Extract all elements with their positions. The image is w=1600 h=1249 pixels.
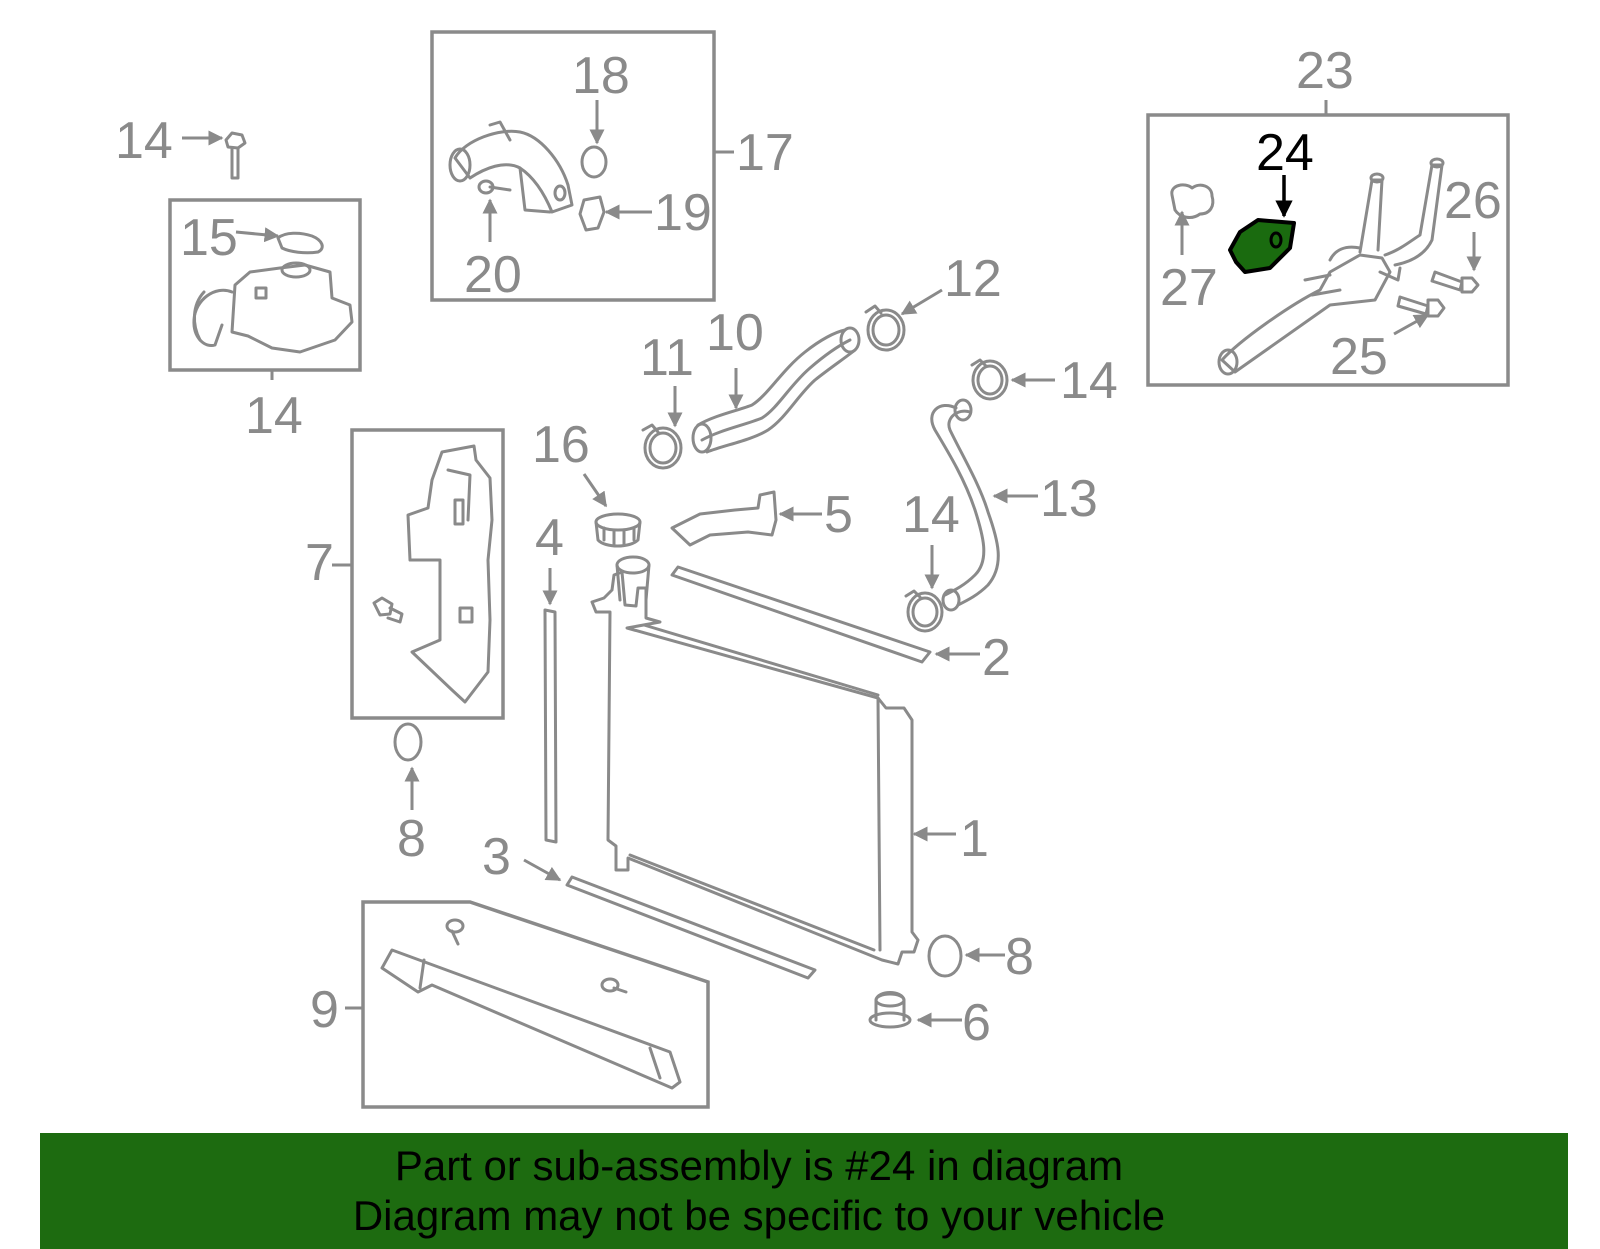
callout-13: 13 bbox=[1040, 470, 1098, 528]
callout-3: 3 bbox=[482, 828, 511, 886]
callout-14-upper: 14 bbox=[1060, 352, 1118, 410]
group-box-23 bbox=[1146, 113, 1510, 387]
bolt-22-drawing bbox=[477, 179, 512, 195]
bracket-5-drawing bbox=[670, 490, 778, 547]
lower-guide-drawing bbox=[380, 948, 682, 1090]
clamp-14-lower-drawing bbox=[904, 589, 944, 633]
reservoir-drawing bbox=[192, 261, 354, 354]
callout-1: 1 bbox=[960, 810, 989, 868]
group-box-15 bbox=[168, 198, 362, 372]
callout-18: 16 bbox=[532, 416, 590, 474]
leader-lines bbox=[182, 100, 1482, 1028]
callout-4: 4 bbox=[535, 509, 564, 567]
group-box-9 bbox=[361, 900, 710, 1109]
clamp-12-drawing bbox=[864, 304, 906, 352]
callout-11: 11 bbox=[640, 329, 694, 387]
banner-disclaimer-text: Diagram may not be specific to your vehi… bbox=[352, 1192, 1166, 1239]
callout-8-left: 8 bbox=[397, 810, 426, 868]
seal-2-drawing bbox=[670, 565, 932, 664]
bolt-26-drawing bbox=[1430, 270, 1480, 294]
mount-6-drawing bbox=[868, 991, 912, 1029]
hose-10-outline-drawing bbox=[696, 328, 857, 454]
outlet-pipe-drawing bbox=[448, 120, 574, 214]
cap-18-drawing bbox=[594, 512, 642, 548]
callout-2: 2 bbox=[982, 629, 1011, 687]
clamp-14-upper-drawing bbox=[970, 358, 1009, 401]
callout-14-lower: 14 bbox=[902, 486, 960, 544]
info-banner: Part or sub-assembly is #24 in diagram D… bbox=[40, 1133, 1568, 1249]
radiator-drawing bbox=[590, 555, 920, 966]
callout-15: 14 bbox=[245, 387, 303, 445]
hose-13-drawing bbox=[930, 404, 1000, 607]
clip-9-upper-drawing bbox=[445, 918, 465, 946]
thermostat-cover-24-hole bbox=[1269, 231, 1283, 249]
bolt-16-drawing bbox=[224, 131, 247, 180]
bolt-25-drawing bbox=[1396, 295, 1446, 318]
seal-3-drawing bbox=[565, 875, 817, 980]
seal-4-drawing bbox=[543, 608, 558, 844]
callout-9: 9 bbox=[310, 981, 339, 1039]
cap-17-drawing bbox=[276, 231, 324, 255]
thermostat-cover-24-highlight bbox=[1228, 218, 1296, 274]
callout-24-highlighted: 24 bbox=[1256, 124, 1314, 182]
callout-26: 26 bbox=[1444, 172, 1502, 230]
callout-19: 17 bbox=[736, 124, 794, 182]
callout-17: 15 bbox=[180, 209, 238, 267]
clamp-11-drawing bbox=[641, 423, 683, 470]
o-ring-8-right-drawing bbox=[927, 934, 963, 978]
clip-9-lower-drawing bbox=[600, 977, 628, 994]
callout-5: 5 bbox=[824, 486, 853, 544]
clip-7-drawing bbox=[372, 596, 404, 624]
gasket-21-drawing bbox=[578, 195, 606, 232]
callout-7: 7 bbox=[305, 534, 334, 592]
callout-27: 27 bbox=[1160, 259, 1218, 317]
callout-6: 6 bbox=[962, 994, 991, 1052]
o-ring-8-left-drawing bbox=[393, 722, 423, 762]
callout-23: 23 bbox=[1296, 42, 1354, 100]
group-box-19 bbox=[430, 30, 716, 302]
gasket-27-drawing bbox=[1170, 183, 1215, 219]
callout-12: 12 bbox=[944, 250, 1002, 308]
callout-22: 20 bbox=[464, 246, 522, 304]
housing-23-drawing bbox=[1217, 157, 1445, 376]
banner-part-text: Part or sub-assembly is #24 in diagram bbox=[394, 1142, 1124, 1189]
callout-16: 14 bbox=[115, 112, 173, 170]
callout-21: 19 bbox=[654, 184, 712, 242]
callout-10: 10 bbox=[706, 304, 764, 362]
callout-8-right: 8 bbox=[1005, 928, 1034, 986]
callout-20: 18 bbox=[572, 47, 630, 105]
callout-25: 25 bbox=[1330, 328, 1388, 386]
group-box-7 bbox=[350, 428, 505, 720]
hose-10-drawing bbox=[700, 338, 852, 442]
o-ring-20-drawing bbox=[580, 145, 608, 179]
air-guide-drawing bbox=[406, 444, 494, 704]
